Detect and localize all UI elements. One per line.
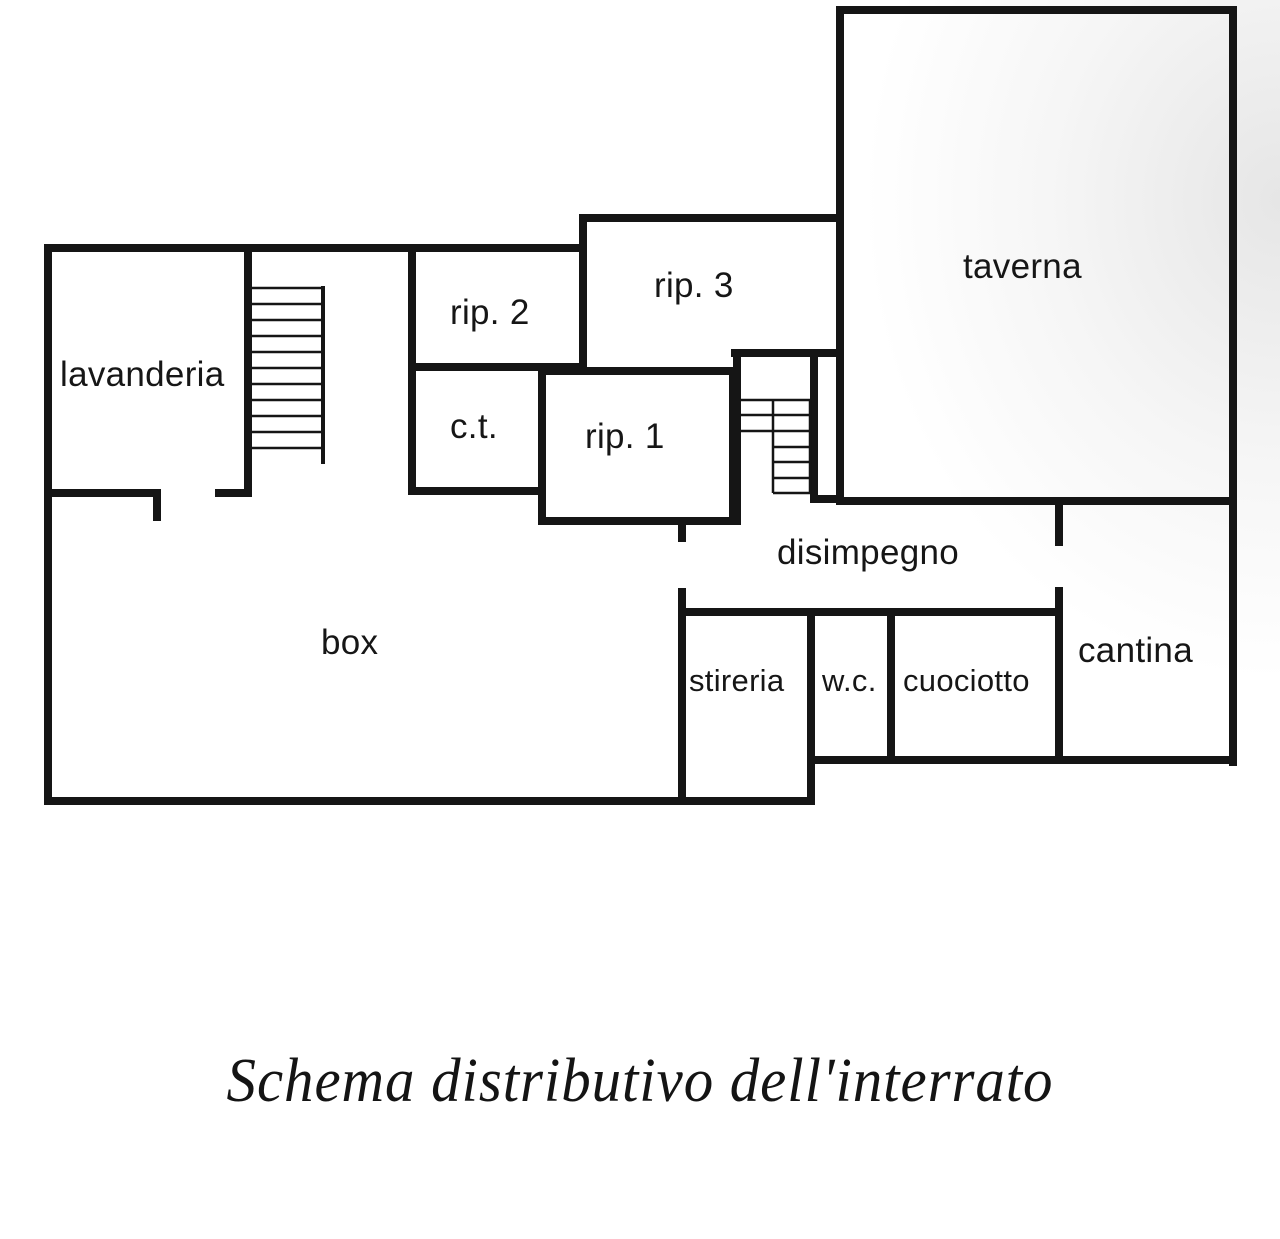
room-label-wc: w.c. bbox=[822, 663, 877, 698]
room-label-cantina: cantina bbox=[1078, 631, 1193, 670]
stair-steps bbox=[741, 398, 810, 495]
room-label-rip1: rip. 1 bbox=[585, 417, 665, 456]
staircase-icon bbox=[252, 286, 325, 464]
plan-caption: Schema distributivo dell'interrato bbox=[226, 1047, 1054, 1115]
room-label-rip2: rip. 2 bbox=[450, 293, 530, 332]
room-label-ct: c.t. bbox=[450, 407, 498, 446]
room-label-lavanderia: lavanderia bbox=[60, 355, 225, 394]
wall-stair-right bbox=[810, 349, 844, 503]
wall-lavanderia-bottom-right bbox=[215, 248, 252, 497]
room-label-taverna: taverna bbox=[963, 247, 1082, 286]
room-label-disimpegno: disimpegno bbox=[777, 533, 959, 572]
wall-taverna bbox=[836, 6, 1237, 766]
walls bbox=[44, 6, 1237, 805]
wall-lavanderia-bottom-left bbox=[48, 489, 161, 521]
room-label-cuociotto: cuociotto bbox=[903, 663, 1030, 698]
room-label-stireria: stireria bbox=[689, 663, 785, 698]
room-label-rip3: rip. 3 bbox=[654, 266, 734, 305]
staircase-icon bbox=[741, 398, 812, 495]
room-label-box: box bbox=[321, 623, 379, 662]
stair-steps bbox=[252, 286, 323, 450]
